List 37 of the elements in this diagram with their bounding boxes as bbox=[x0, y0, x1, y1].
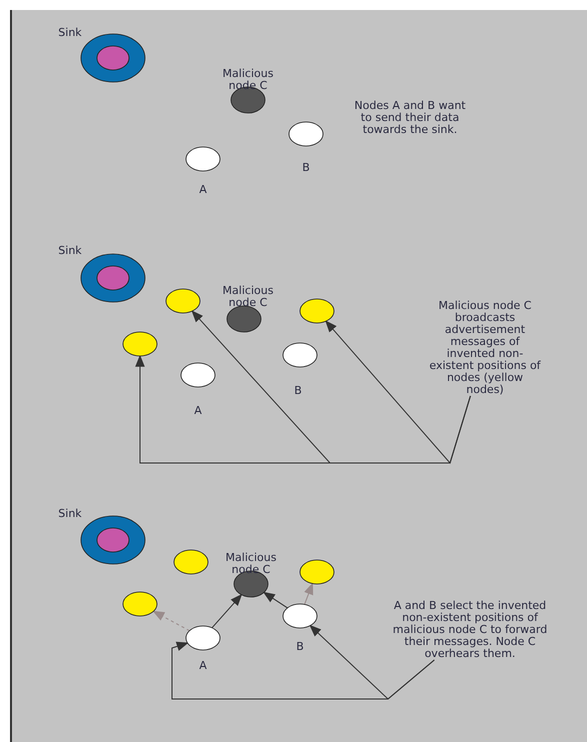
node-label: Malicious node C bbox=[224, 552, 278, 576]
sink-circle bbox=[80, 254, 146, 302]
fake-node-circle bbox=[300, 560, 334, 584]
arrow bbox=[152, 610, 190, 632]
node-circle bbox=[186, 146, 220, 172]
node-label: Sink bbox=[57, 508, 83, 520]
note-text: Nodes A and B want to send their data towards the sink. bbox=[353, 100, 467, 136]
fake-node-circle bbox=[174, 550, 208, 574]
annotation-text: Malicious node C broadcasts advertisement messages of invented non-existent positions of nodes (yellow nodes) bbox=[429, 300, 541, 396]
node-circle bbox=[288, 122, 324, 146]
node-label: Malicious node C bbox=[222, 68, 274, 92]
arrow bbox=[262, 592, 288, 608]
node-label: B bbox=[301, 162, 311, 174]
node-circle bbox=[282, 604, 318, 628]
arrow bbox=[212, 594, 242, 628]
node-circle bbox=[180, 362, 216, 388]
fake-node-circle bbox=[166, 288, 200, 314]
sink-circle bbox=[80, 516, 146, 564]
node-label: B bbox=[293, 385, 303, 397]
fake-node-circle bbox=[122, 332, 158, 356]
malicious-node-circle bbox=[226, 306, 262, 332]
node-circle bbox=[186, 626, 220, 650]
node-label: Malicious node C bbox=[222, 285, 274, 309]
sink-circle bbox=[80, 34, 146, 82]
arrow bbox=[309, 624, 435, 700]
node-label: B bbox=[295, 641, 305, 653]
node-label: A bbox=[193, 405, 203, 417]
node-label: Sink bbox=[57, 245, 83, 257]
arrow bbox=[325, 320, 471, 464]
node-label: A bbox=[198, 660, 208, 672]
node-label: A bbox=[198, 184, 208, 196]
node-circle bbox=[282, 342, 318, 368]
fake-node-circle bbox=[122, 592, 158, 616]
fake-node-circle bbox=[300, 298, 334, 324]
annotation-text: A and B select the invented non-existent positions of malicious node C to forward their messages. Node C overhears them. bbox=[380, 600, 560, 660]
node-label: Sink bbox=[57, 27, 83, 39]
arrow bbox=[304, 582, 314, 605]
